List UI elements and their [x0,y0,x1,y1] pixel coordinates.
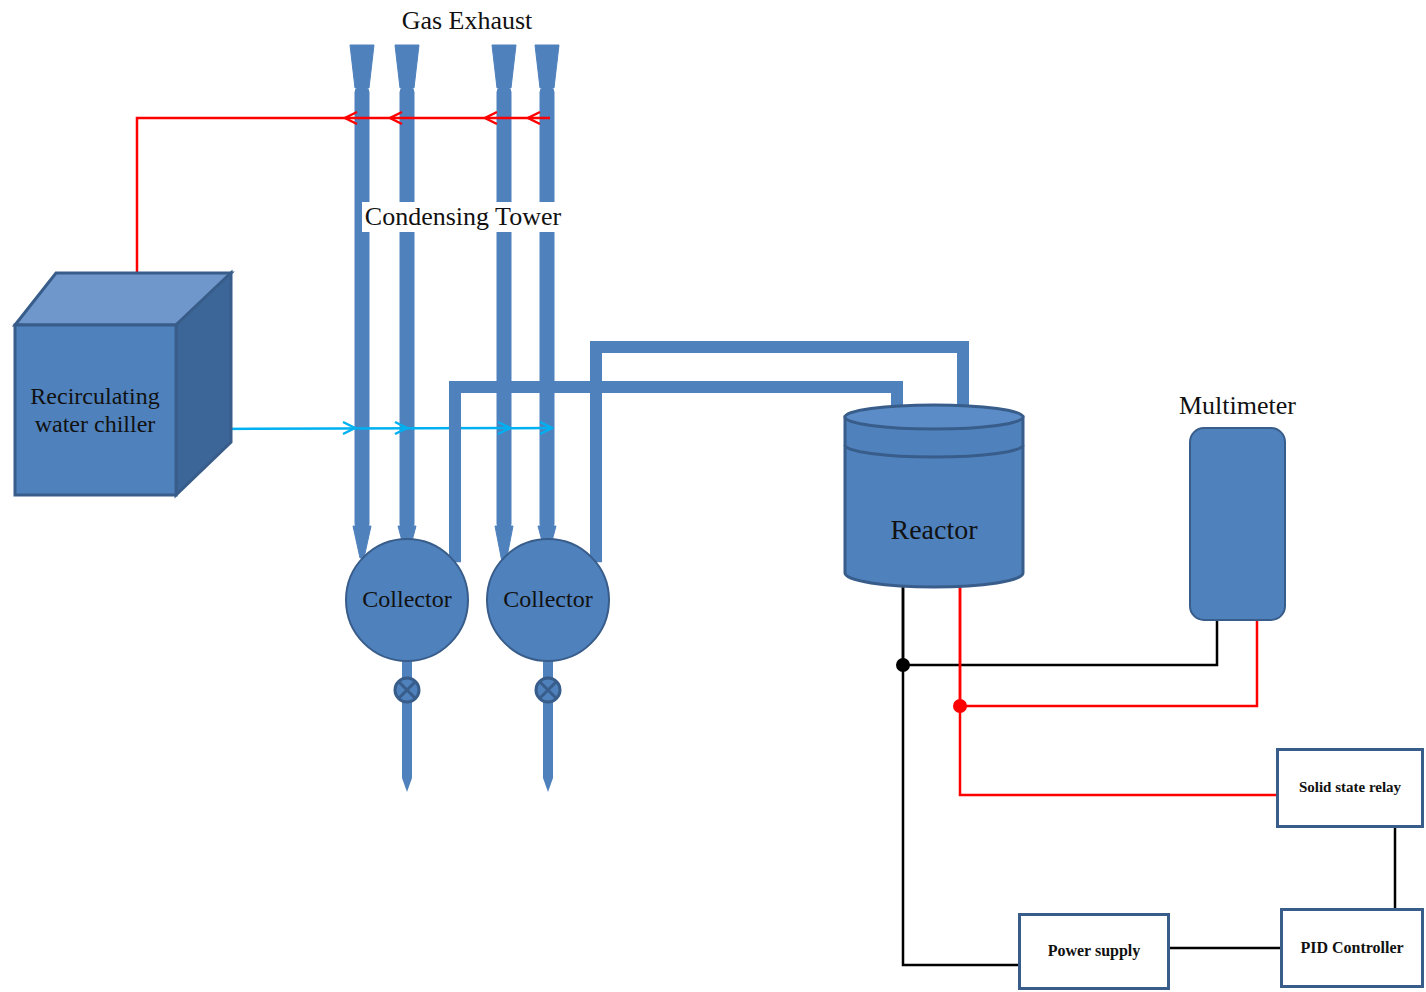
exhaust-label: Gas Exhaust [402,6,533,36]
text-area: Recirculating water chiller [16,328,174,494]
reactor-vessel-outline [843,403,1025,589]
node-label: PID Controller [1300,939,1403,957]
multimeter-device: Multimeter [1150,388,1325,622]
text-area: Collector [348,541,466,659]
relay-box: Solid state relay [1276,748,1424,828]
node-label: Reactor [890,514,977,546]
wire-connector [1170,947,1280,950]
collector-vessel: Collector [344,537,470,663]
node-label: Recirculating water chiller [16,383,174,438]
pipe-connector [455,387,897,562]
wire-connector [903,586,1018,965]
text-area: Multimeter [1150,388,1325,424]
chiller-unit: Recirculating water chiller [14,272,232,496]
wire-connector [903,586,1217,665]
controller-box: PID Controller [1280,908,1424,988]
node-label: Collector [362,586,451,614]
text-area: Reactor [847,503,1021,557]
junction-dot [896,658,910,672]
device-heading: Multimeter [1179,391,1296,421]
drain-valves [395,655,560,792]
multimeter-device-outline [1150,388,1325,622]
junction-dot [953,699,967,713]
collector-vessel: Collector [485,537,611,663]
reactor-vessel: Reactor [843,403,1025,589]
wire-connector [1394,828,1397,908]
power-supply-box: Power supply [1018,913,1170,990]
text-area: Collector [489,541,607,659]
node-label: Solid state relay [1299,779,1401,796]
node-label: Power supply [1048,942,1141,960]
tower-label: Condensing Tower [362,202,564,232]
node-label: Collector [503,586,592,614]
